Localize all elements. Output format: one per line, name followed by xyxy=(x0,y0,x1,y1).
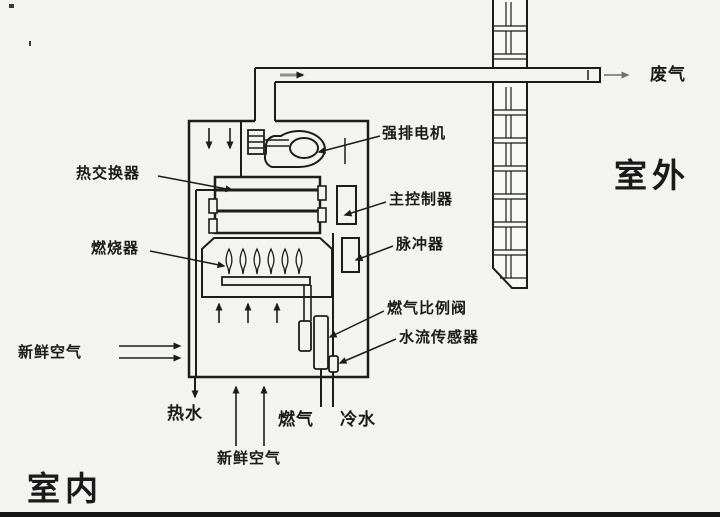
scan-artifacts xyxy=(9,4,31,46)
brick-wall xyxy=(492,0,528,289)
label-pulse-device: 脉冲器 xyxy=(396,236,445,253)
main-controller-box xyxy=(336,185,357,225)
label-gas-proportional-valve: 燃气比例阀 xyxy=(387,300,468,317)
heat-exchanger-block xyxy=(208,175,327,235)
leader-lines xyxy=(149,135,397,364)
label-burner: 燃烧器 xyxy=(91,240,140,257)
label-cold-water: 冷水 xyxy=(340,410,376,429)
label-forced-exhaust-motor: 强排电机 xyxy=(382,125,447,142)
label-gas: 燃气 xyxy=(278,410,314,429)
burner-flames xyxy=(225,247,303,275)
exhaust-pipe xyxy=(255,67,630,83)
region-label-outdoor: 室外 xyxy=(614,157,690,194)
heater-case xyxy=(187,119,370,379)
pulse-device-box xyxy=(341,237,360,273)
label-hot-water: 热水 xyxy=(167,404,203,423)
leader-main-controller xyxy=(343,201,387,217)
airflow-arrows xyxy=(119,128,281,446)
bottom-edge-bar xyxy=(0,512,720,517)
leader-forced-exhaust-motor xyxy=(317,135,381,154)
label-fresh-air-bottom: 新鲜空气 xyxy=(217,450,282,467)
gas-valve-body xyxy=(298,320,312,352)
flue-duct xyxy=(254,68,276,121)
region-label-indoor: 室内 xyxy=(27,470,103,507)
leader-heat-exchanger xyxy=(157,175,234,193)
label-fresh-air-left: 新鲜空气 xyxy=(18,344,83,361)
water-flow-sensor-block xyxy=(328,355,339,373)
leader-burner xyxy=(149,250,226,269)
leader-pulse-device xyxy=(354,245,394,261)
label-exhaust-gas: 废气 xyxy=(650,65,686,84)
label-main-controller: 主控制器 xyxy=(389,191,454,208)
leader-water-flow-sensor xyxy=(338,338,397,364)
label-heat-exchanger: 热交换器 xyxy=(76,165,141,182)
leader-gas-proportional-valve xyxy=(328,310,385,338)
gas-proportional-valve-block xyxy=(313,315,329,370)
label-water-flow-sensor: 水流传感器 xyxy=(399,329,480,346)
exhaust-fan-assembly xyxy=(247,129,326,169)
combustion-chamber xyxy=(201,237,333,321)
